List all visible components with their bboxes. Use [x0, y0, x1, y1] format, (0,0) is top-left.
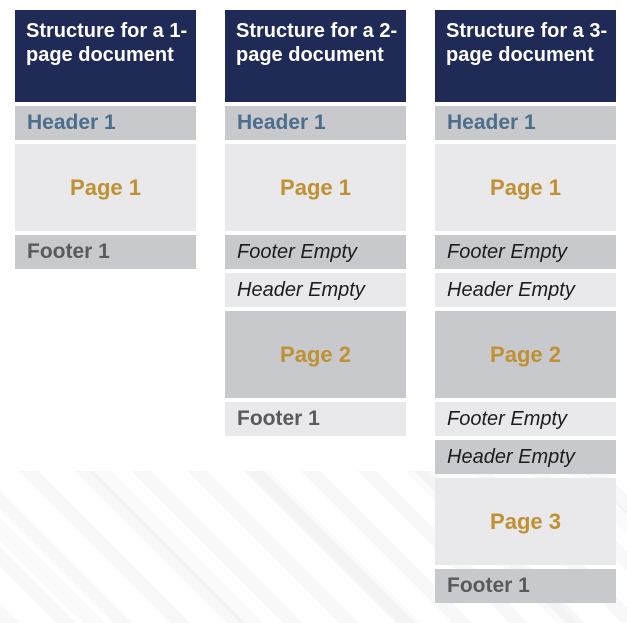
row-label: Footer Empty — [447, 240, 568, 263]
row-label: Footer 1 — [27, 240, 110, 263]
row-label: Header 1 — [27, 111, 116, 134]
row-page-1: Page 1 — [15, 144, 196, 231]
row-label: Page 2 — [490, 341, 561, 367]
row-footer-1: Footer 1 — [15, 235, 196, 269]
row-header-empty: Header Empty — [435, 440, 616, 474]
row-footer-empty: Footer Empty — [225, 235, 406, 269]
row-label: Header 1 — [447, 111, 536, 134]
row-label: Page 1 — [70, 174, 141, 200]
row-header-1: Header 1 — [435, 106, 616, 140]
row-label: Header Empty — [447, 278, 575, 301]
row-label: Page 3 — [490, 508, 561, 534]
row-label: Header 1 — [237, 111, 326, 134]
row-page-1: Page 1 — [435, 144, 616, 231]
row-footer-1: Footer 1 — [435, 569, 616, 603]
row-footer-1: Footer 1 — [225, 402, 406, 436]
row-header-empty: Header Empty — [225, 273, 406, 307]
row-footer-empty: Footer Empty — [435, 235, 616, 269]
row-label: Footer Empty — [237, 240, 358, 263]
row-label: Footer 1 — [237, 407, 320, 430]
column-title: Structure for a 3-page document — [435, 10, 616, 102]
row-header-1: Header 1 — [225, 106, 406, 140]
row-footer-empty: Footer Empty — [435, 402, 616, 436]
row-label: Footer 1 — [447, 574, 530, 597]
row-page-2: Page 2 — [225, 311, 406, 398]
row-label: Header Empty — [237, 278, 365, 301]
column-title: Structure for a 1-page document — [15, 10, 196, 102]
row-header-empty: Header Empty — [435, 273, 616, 307]
row-label: Page 1 — [490, 174, 561, 200]
row-label: Page 2 — [280, 341, 351, 367]
row-page-2: Page 2 — [435, 311, 616, 398]
row-label: Header Empty — [447, 445, 575, 468]
column-title: Structure for a 2-page document — [225, 10, 406, 102]
row-header-1: Header 1 — [15, 106, 196, 140]
row-page-3: Page 3 — [435, 478, 616, 565]
row-page-1: Page 1 — [225, 144, 406, 231]
row-label: Footer Empty — [447, 407, 568, 430]
row-label: Page 1 — [280, 174, 351, 200]
